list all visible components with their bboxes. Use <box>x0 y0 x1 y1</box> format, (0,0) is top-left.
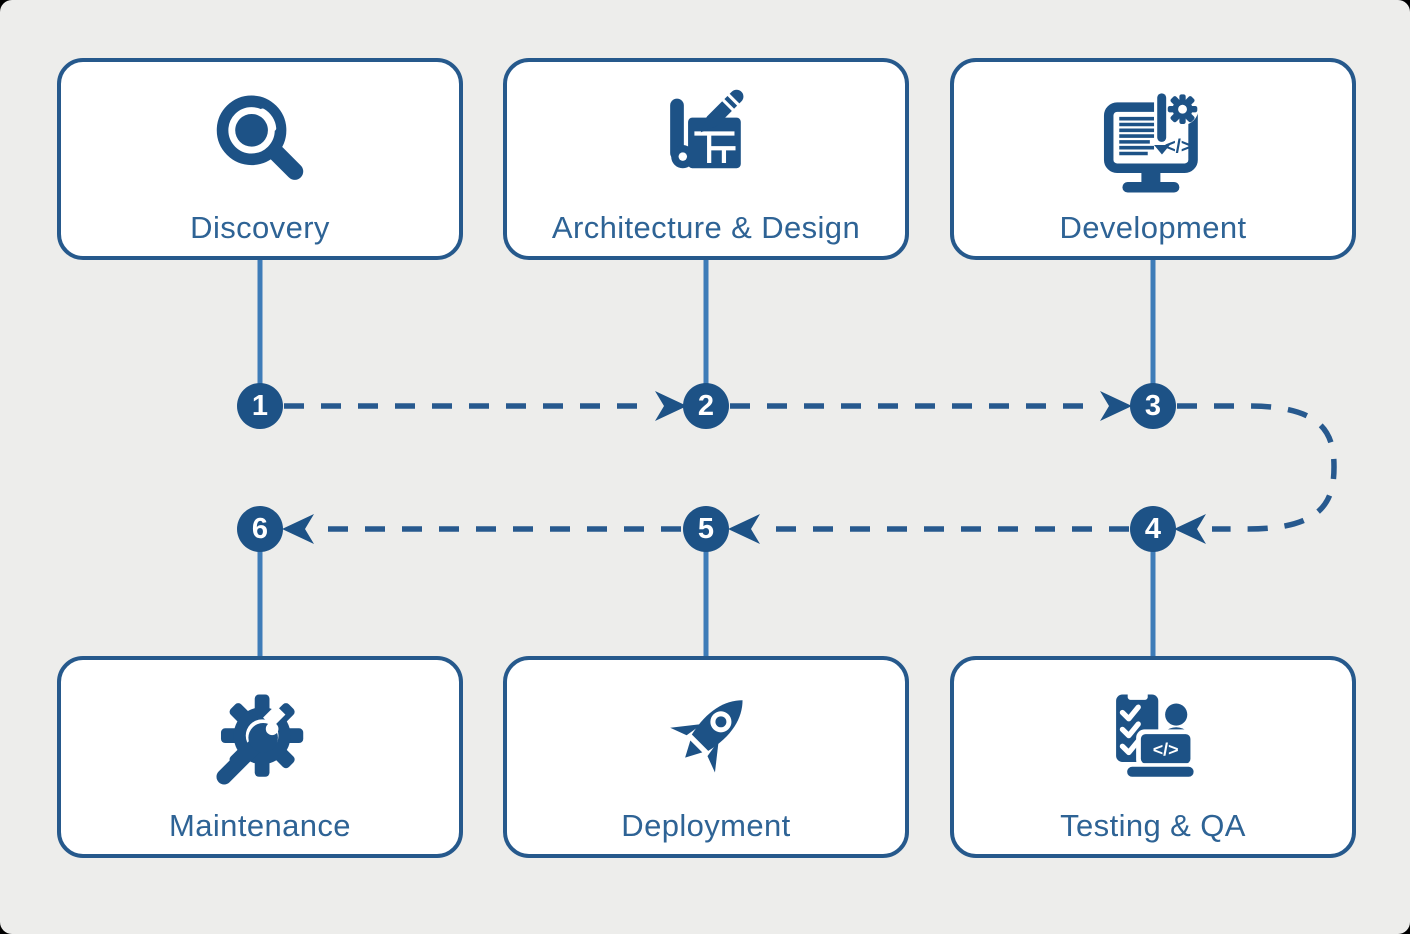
step-number-1: 1 <box>237 383 283 429</box>
step-card-deployment: Deployment <box>503 656 909 858</box>
qa-checklist-icon: </> <box>1116 691 1198 780</box>
step-card-maintenance: Maintenance <box>57 656 463 858</box>
step-card-development: </> Development <box>950 58 1356 260</box>
step-number-3: 3 <box>1130 383 1176 429</box>
step-label: Architecture & Design <box>551 210 861 245</box>
vertical-connector-lines <box>257 256 1156 660</box>
magnifier-icon <box>216 95 304 180</box>
step-card-architecture-design: Architecture & Design <box>503 58 909 260</box>
step-number-4: 4 <box>1130 506 1176 552</box>
step-label: Discovery <box>190 210 330 245</box>
monitor-code-icon: </> <box>1103 91 1199 193</box>
blueprint-pencil-icon <box>670 89 744 169</box>
step-card-discovery: Discovery <box>57 58 463 260</box>
step-label: Testing & QA <box>1060 808 1246 843</box>
step-number-5: 5 <box>683 506 729 552</box>
rocket-icon <box>670 700 743 773</box>
dashed-flow-lines <box>284 403 1337 532</box>
gear-wrench-icon <box>216 694 304 785</box>
svg-text:</>: </> <box>1165 136 1192 157</box>
step-label: Maintenance <box>169 808 351 843</box>
svg-text:</>: </> <box>1153 740 1179 760</box>
step-number-2: 2 <box>683 383 729 429</box>
flow-arrowheads <box>282 391 1206 544</box>
step-label: Development <box>1059 210 1247 245</box>
step-number-6: 6 <box>237 506 283 552</box>
step-card-testing-qa: </> Testing & QA <box>950 656 1356 858</box>
step-label: Deployment <box>621 808 791 843</box>
